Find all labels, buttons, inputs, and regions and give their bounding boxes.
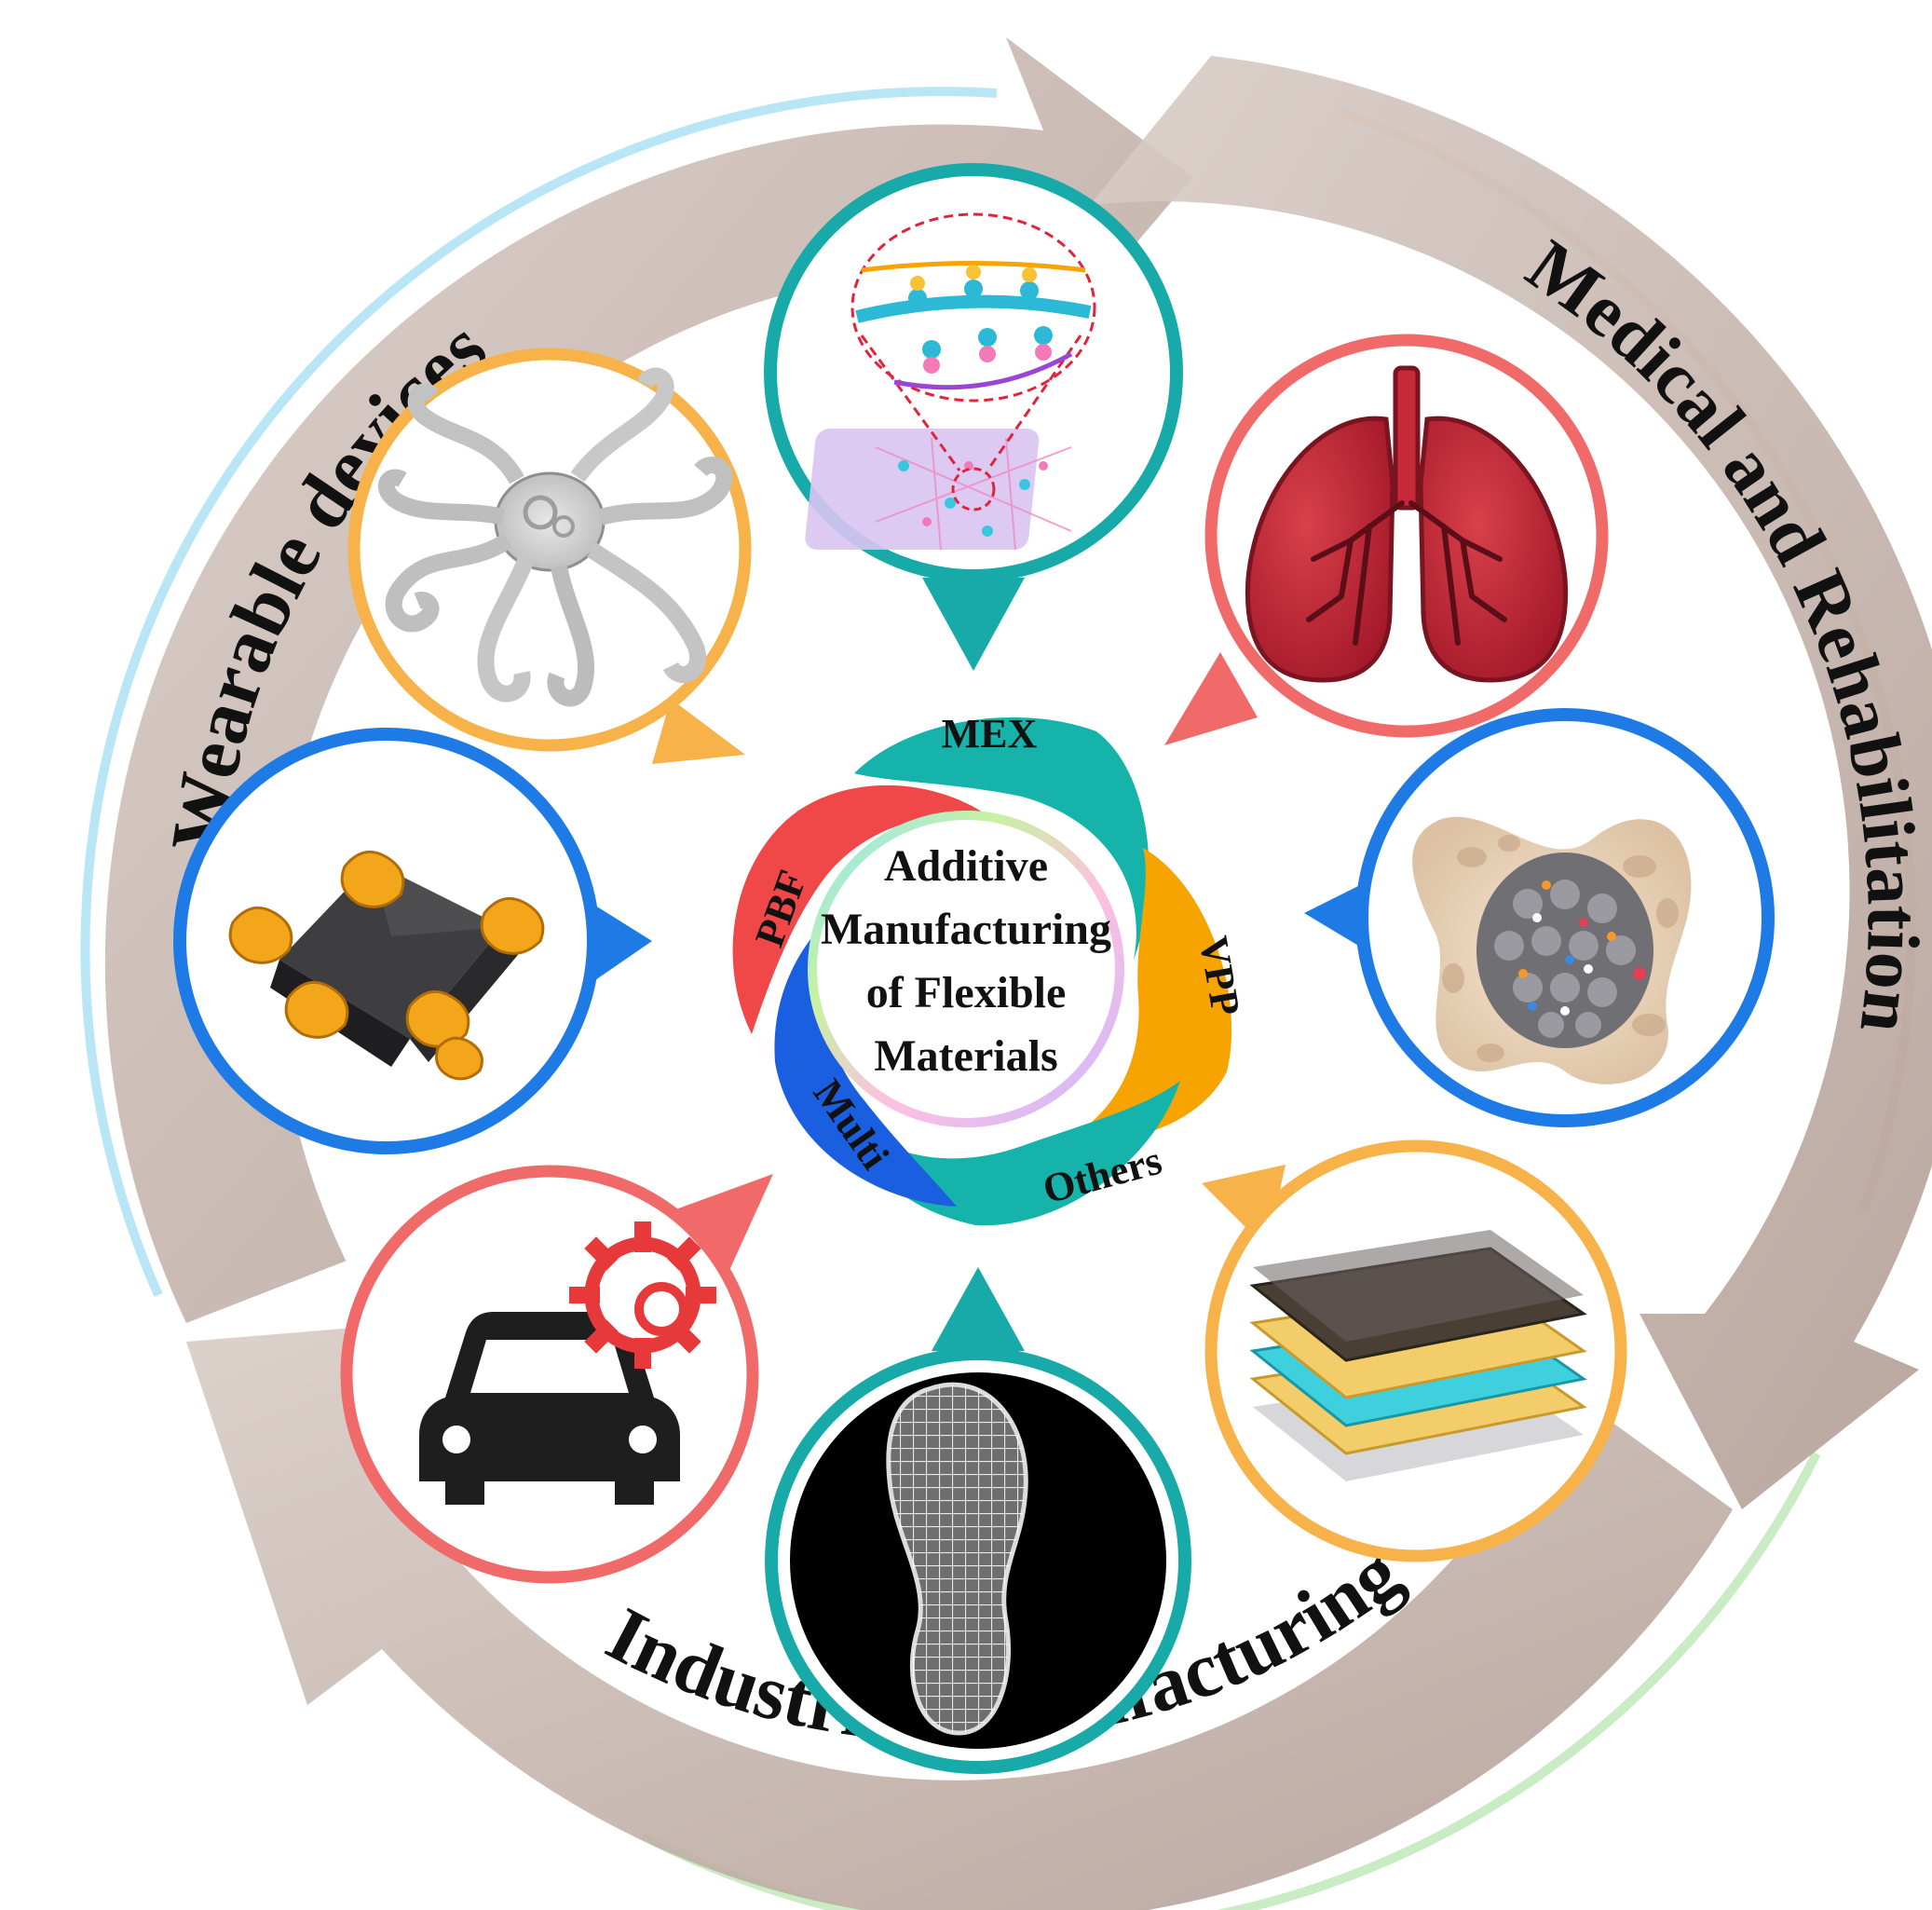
center-title-line-1: Additive (884, 841, 1048, 891)
medical-arc-arrow (1090, 56, 1932, 1509)
molecular-network-image (805, 212, 1096, 551)
industrial-arc-arrow (186, 1323, 1733, 1910)
bubble-lattice-insole (765, 1267, 1191, 1774)
bubble-car-gear (340, 1165, 773, 1584)
lattice-insole-image (886, 1382, 1028, 1736)
bubble-bone-scaffold (1304, 708, 1775, 1127)
center-disk (808, 811, 1124, 1127)
soft-gripper-image (228, 850, 545, 1081)
petal-pbf (732, 784, 994, 1034)
bubble-layered-sensor (1202, 1139, 1627, 1562)
layered-sensor-image (1249, 1230, 1587, 1481)
bubble-soft-gripper (173, 728, 652, 1154)
bubble-octopus-robot (347, 348, 752, 764)
bubble-molecular-network (764, 163, 1183, 671)
wearable-arc-arrow (104, 37, 1192, 1323)
bone-scaffold-image (1412, 816, 1692, 1085)
petal-vpp (1054, 848, 1232, 1146)
center-title-line-3: of Flexible (866, 968, 1067, 1017)
lungs-icon (1245, 365, 1569, 683)
label-mex: MEX (942, 711, 1038, 757)
octopus-robot-image (378, 367, 733, 707)
bubble-lungs (1164, 334, 1609, 745)
petal-mex (854, 717, 1150, 960)
center-title-line-4: Materials (874, 1031, 1057, 1081)
car-gear-icon (419, 1221, 716, 1505)
process-pinwheel: MEX VPP Others Multi PBF Additive Manufa… (732, 711, 1249, 1226)
center-title-line-2: Manufacturing (821, 905, 1111, 954)
